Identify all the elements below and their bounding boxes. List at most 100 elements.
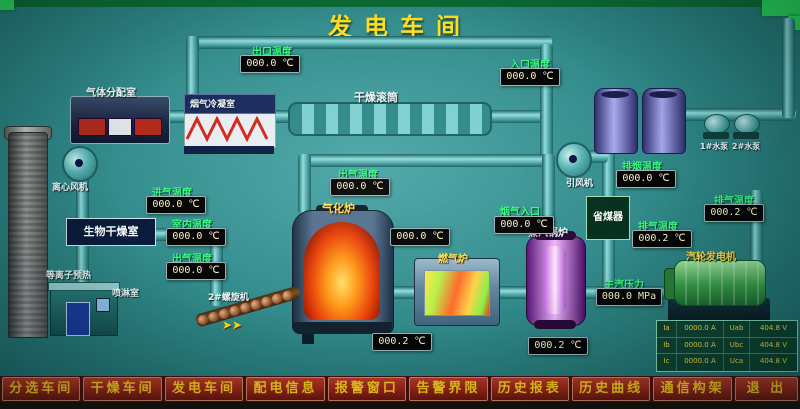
- smoke-exhaust-temp-display: 000.0 ℃: [616, 170, 676, 188]
- panel-cell: Uca: [724, 354, 750, 371]
- nav-exit[interactable]: 退 出: [734, 377, 798, 401]
- gasifier-flame: [304, 222, 380, 320]
- out-air-temp-gasifier-label: 出气温度: [338, 170, 378, 181]
- spray-room-roof: [48, 282, 120, 291]
- turbine-generator-label: 汽轮发电机: [686, 252, 736, 263]
- panel-cell: Ubc: [724, 337, 750, 354]
- nav-alarm-limits[interactable]: 告警界限: [409, 377, 488, 401]
- condenser-header: [184, 94, 276, 114]
- nav-comm-architecture[interactable]: 通信构架: [653, 377, 732, 401]
- exhaust-temp-mid-label: 排气温度: [638, 222, 678, 233]
- gasifier-leg: [302, 334, 314, 344]
- room-temp-display: 000.0 ℃: [166, 228, 226, 246]
- screw-conveyor-label: 2#螺旋机: [208, 293, 249, 303]
- panel-cell: 404.8 V: [759, 340, 788, 349]
- pipe: [782, 18, 795, 118]
- cabinet-cell: [78, 118, 106, 136]
- panel-row: Ic 0000.0 A Uca 404.8 V: [657, 354, 797, 371]
- intake-air-temp-display: 000.0 ℃: [146, 196, 206, 214]
- drying-drum-label: 干燥滚筒: [354, 91, 398, 104]
- gas-furnace-flame-window: [424, 270, 490, 316]
- generator-electrical-panel: Ia 0000.0 A Uab 404.8 V Ib 0000.0 A Ubc …: [656, 320, 798, 372]
- screw-bead: [249, 298, 262, 311]
- exhaust-temp-right-display: 000.2 ℃: [704, 204, 764, 222]
- screen-corner-marker: [762, 0, 800, 16]
- panel-cell: 404.8 V: [759, 357, 788, 366]
- bottom-strip: [0, 402, 800, 409]
- out-air-temp-gasifier-display: 000.0 ℃: [330, 178, 390, 196]
- flue-gas-condenser-label: 烟气冷凝室: [190, 100, 236, 110]
- steam-boiler-top-cap: [534, 231, 576, 240]
- drying-drum: [288, 102, 492, 136]
- boiler-temp-display: 000.2 ℃: [528, 337, 588, 355]
- panel-row: Ib 0000.0 A Ubc 404.8 V: [657, 337, 797, 355]
- outlet-temp-label: 出口温度: [252, 47, 292, 58]
- nav-drying-workshop[interactable]: 干燥车间: [83, 377, 162, 401]
- panel-cell: Ia: [657, 321, 677, 337]
- pipe: [386, 286, 420, 299]
- nav-sorting-workshop[interactable]: 分选车间: [2, 377, 81, 401]
- nav-distribution-info[interactable]: 配电信息: [246, 377, 325, 401]
- screw-bead: [228, 304, 241, 317]
- flue-gas-inlet-label: 烟气入口: [500, 207, 540, 218]
- intake-air-temp-label: 进气温度: [152, 188, 192, 199]
- panel-cell: 0000.0 A: [677, 321, 724, 337]
- panel-cell: 404.8 V: [759, 324, 788, 332]
- condenser-base: [184, 146, 274, 154]
- main-steam-pressure-label: 主汽压力: [604, 280, 644, 291]
- pipe: [602, 236, 615, 292]
- nav-power-workshop[interactable]: 发电车间: [164, 377, 244, 401]
- storage-tank: [642, 88, 686, 154]
- nav-history-curve[interactable]: 历史曲线: [571, 377, 651, 401]
- spray-room-label: 喷淋室: [112, 289, 140, 299]
- induced-draft-fan-icon: [556, 142, 592, 178]
- plasma-preheater-label: 等离子预热: [46, 271, 92, 281]
- screen-corner-marker: [0, 0, 14, 10]
- out-air-temp-left-label: 出气温度: [172, 254, 212, 265]
- gasifier-base-band: [292, 322, 392, 334]
- centrifugal-fan-icon: [62, 146, 98, 182]
- pump-2-label: 2#水泵: [732, 142, 761, 151]
- gasifier-label: 气化炉: [322, 202, 355, 215]
- condenser-coil-icon: [185, 115, 269, 143]
- out-air-temp-left-display: 000.0 ℃: [166, 262, 226, 280]
- smoke-exhaust-temp-label: 排烟温度: [622, 162, 662, 173]
- screw-bead: [270, 292, 284, 305]
- nav-history-report[interactable]: 历史报表: [490, 377, 569, 401]
- condenser-body: [184, 112, 276, 148]
- tank-cap: [601, 91, 629, 98]
- pipe: [494, 286, 530, 299]
- pump-1-label: 1#水泵: [700, 142, 729, 151]
- screw-bead: [207, 310, 220, 323]
- pump-2-icon: [734, 114, 760, 134]
- panel-cell: Ic: [657, 354, 677, 371]
- room-temp-label: 室内温度: [172, 220, 212, 231]
- panel-cell: Ib: [657, 337, 677, 354]
- gasifier-temp-display: 000.0 ℃: [390, 228, 450, 246]
- pipe: [298, 154, 550, 167]
- pump-1-icon: [704, 114, 730, 134]
- flow-arrows-icon: ➤➤: [222, 318, 243, 332]
- top-status-strip: [0, 0, 800, 7]
- inlet-temp-display: 000.0 ℃: [500, 68, 560, 86]
- economizer: 省煤器: [586, 196, 630, 240]
- centrifugal-fan-label: 离心风机: [52, 183, 89, 193]
- gas-furnace-label: 燃气炉: [438, 254, 468, 265]
- panel-cell: 0000.0 A: [677, 337, 724, 354]
- spray-room-door: [66, 302, 90, 336]
- gas-furnace-temp-display: 000.2 ℃: [372, 333, 432, 351]
- inlet-temp-label: 入口温度: [510, 60, 550, 71]
- nav-alarm-window[interactable]: 报警窗口: [327, 377, 407, 401]
- panel-cell: Uab: [724, 321, 750, 337]
- induced-draft-fan-label: 引风机: [566, 179, 594, 189]
- pipe: [186, 36, 199, 102]
- pipe: [186, 36, 552, 49]
- spray-room-window: [96, 298, 110, 312]
- panel-cell: 0000.0 A: [677, 354, 724, 371]
- gas-distribution-room-label: 气体分配室: [86, 88, 136, 99]
- bottom-nav: 分选车间 干燥车间 发电车间 配电信息 报警窗口 告警界限 历史报表 历史曲线 …: [0, 376, 800, 402]
- pump-1-base: [703, 132, 729, 139]
- tank-cap: [649, 91, 677, 98]
- storage-tank: [594, 88, 638, 154]
